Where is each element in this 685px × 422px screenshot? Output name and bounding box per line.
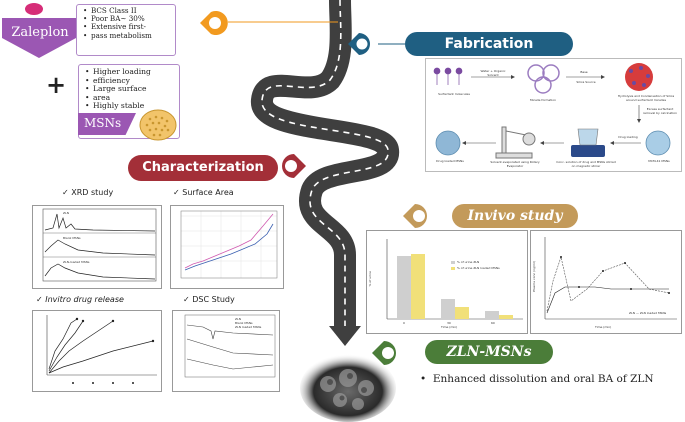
surface-area-chart-svg xyxy=(180,210,278,279)
xrd-chart-panel: ZLN Blank MSNs ZLN-loaded MSNs xyxy=(32,205,162,289)
invivo-line-panel: Time (min) Plasma conc (ng/ml) ZLN — ZLN… xyxy=(530,230,682,334)
zaleplon-prop-text: pass metabolism xyxy=(91,30,152,40)
invitro-chart-panel xyxy=(32,310,162,392)
fabrication-pin-icon xyxy=(348,33,370,55)
line-legend: ZLN — ZLN loaded MSNs xyxy=(629,311,667,315)
legend-swatch-a xyxy=(451,261,455,264)
msns-prop-text: area xyxy=(93,92,111,102)
step-solvent-evap: Solvent evaporated using Rotary Evaporat… xyxy=(490,160,540,168)
zln-msns-label: ZLN-MSNs xyxy=(425,340,553,364)
bar-urine-zln xyxy=(441,299,455,319)
msns-prop: Highly stable xyxy=(85,102,179,111)
orange-pin-icon xyxy=(200,11,228,35)
zln-pin-icon xyxy=(372,341,396,365)
dsc-legend-blank: Blank MSNs xyxy=(235,321,253,325)
step-base: Base xyxy=(580,70,588,74)
surface-area-title: ✓ Surface Area xyxy=(173,188,234,197)
step-drug-loaded: Drug loaded MSNs xyxy=(436,159,464,163)
tem-image xyxy=(300,354,396,422)
invivo-label: Invivo study xyxy=(452,204,578,228)
dsc-chart-panel: ZLN Blank MSNs ZLN loaded MSNs xyxy=(172,310,280,392)
invivo-bar-panel: % of urine ZLN % of urine ZLN loaded MSN… xyxy=(366,230,528,334)
step-excess: Excess surfactant removal by calcination xyxy=(642,107,678,115)
line-ylabel: Plasma conc (ng/ml) xyxy=(532,261,536,292)
step-hydrolysis: Hydrolysis and Condensation of Silica ar… xyxy=(617,94,675,102)
step-conc-solution: Conc. solution of drug and MSNs stirred … xyxy=(556,160,616,168)
plus-sign: + xyxy=(46,70,67,99)
characterization-label: Characterization xyxy=(128,155,278,181)
msns-prop: Large surface xyxy=(85,85,179,94)
bar-cat-2: 60 xyxy=(491,321,495,325)
fabrication-scheme-panel: Surfactant molecules Water + Organic Sol… xyxy=(425,58,682,172)
conclusion-bound: Enhanced dissolution and oral BA of ZLN xyxy=(432,373,654,385)
dsc-legend-zln: ZLN xyxy=(235,317,241,321)
line-xlabel: Time (min) xyxy=(595,325,612,329)
line-legend-a: ZLN xyxy=(629,311,635,315)
surface-area-title-text: Surface Area xyxy=(182,188,234,197)
msns-label-banner xyxy=(78,113,136,135)
zaleplon-dot-icon xyxy=(25,3,43,15)
msns-prop: Higher loading xyxy=(85,67,179,77)
msn-particle-icon xyxy=(139,109,177,141)
bar-urine-zln xyxy=(397,256,411,319)
bar-urine-zln-msns xyxy=(499,315,513,319)
surface-area-chart-panel xyxy=(170,205,284,289)
bar-urine-zln xyxy=(485,311,499,319)
xrd-label-zln: ZLN xyxy=(63,211,69,215)
msns-label: MSNs xyxy=(84,116,122,130)
invivo-line-svg xyxy=(544,237,677,320)
invivo-bar-svg xyxy=(386,239,523,320)
zaleplon-label: Zaleplon xyxy=(11,25,69,40)
bar-legend-b: % of urine ZLN loaded MSNs xyxy=(457,266,500,270)
invitro-title-text: Invitro drug release xyxy=(45,295,124,304)
zaleplon-shape xyxy=(2,3,76,58)
bar-urine-zln-msns xyxy=(455,307,469,319)
zaleplon-prop: Poor BA~ 30% xyxy=(83,14,175,23)
legend-swatch-b xyxy=(451,267,455,270)
dsc-title-text: DSC Study xyxy=(192,295,235,304)
zaleplon-prop-cont: pass metabolism xyxy=(83,30,175,40)
characterization-pin-icon xyxy=(282,154,306,178)
bar-legend-a: % of urine ZLN xyxy=(457,260,480,264)
zaleplon-properties-box: BCS Class II Poor BA~ 30% Extensive firs… xyxy=(76,4,176,56)
zaleplon-prop: BCS Class II xyxy=(83,6,175,15)
xrd-chart-svg xyxy=(42,208,157,282)
invitro-title: ✓ Invitro drug release xyxy=(36,295,124,304)
step-drug-loading: Drug loading xyxy=(618,135,638,139)
xrd-label-blank: Blank MSNs xyxy=(63,236,81,240)
xrd-title: ✓ XRD study xyxy=(62,188,114,197)
bar-ylabel: % of urine xyxy=(368,271,372,287)
line-legend-b: ZLN loaded MSNs xyxy=(639,311,667,315)
msns-prop-cont: area xyxy=(85,92,179,103)
dsc-legend-loaded: ZLN loaded MSNs xyxy=(235,325,262,329)
conclusion-text: • Enhanced dissolution and oral BA of ZL… xyxy=(420,373,654,385)
msns-prop-text: efficiency xyxy=(93,75,130,85)
step-water-organic: Water + Organic Solvent xyxy=(480,69,506,77)
fabrication-label: Fabrication xyxy=(405,32,573,56)
step-micelle: Micelle formation xyxy=(530,98,556,102)
bar-urine-zln-msns xyxy=(411,254,425,319)
zaleplon-prop: Extensive first- xyxy=(83,23,175,32)
bar-xlabel: Time (min) xyxy=(441,325,458,329)
invivo-pin-icon xyxy=(403,204,427,228)
bar-cat-0: 0 xyxy=(403,321,405,325)
dsc-chart-svg xyxy=(184,314,276,378)
fabrication-scheme-svg xyxy=(433,63,671,159)
xrd-label-loaded: ZLN-loaded MSNs xyxy=(63,260,90,264)
step-silica-source: Silica Source xyxy=(576,80,596,84)
bar-cat-1: 30 xyxy=(447,321,451,325)
xrd-title-text: XRD study xyxy=(71,188,114,197)
invitro-chart-svg xyxy=(46,315,157,384)
dsc-title: ✓ DSC Study xyxy=(183,295,235,304)
step-mcm41: MCM-41 MSNs xyxy=(648,159,670,163)
step-surfactant: Surfactant molecules xyxy=(438,92,470,96)
road-arrow-icon xyxy=(329,326,361,346)
msns-prop-cont: efficiency xyxy=(85,75,179,86)
